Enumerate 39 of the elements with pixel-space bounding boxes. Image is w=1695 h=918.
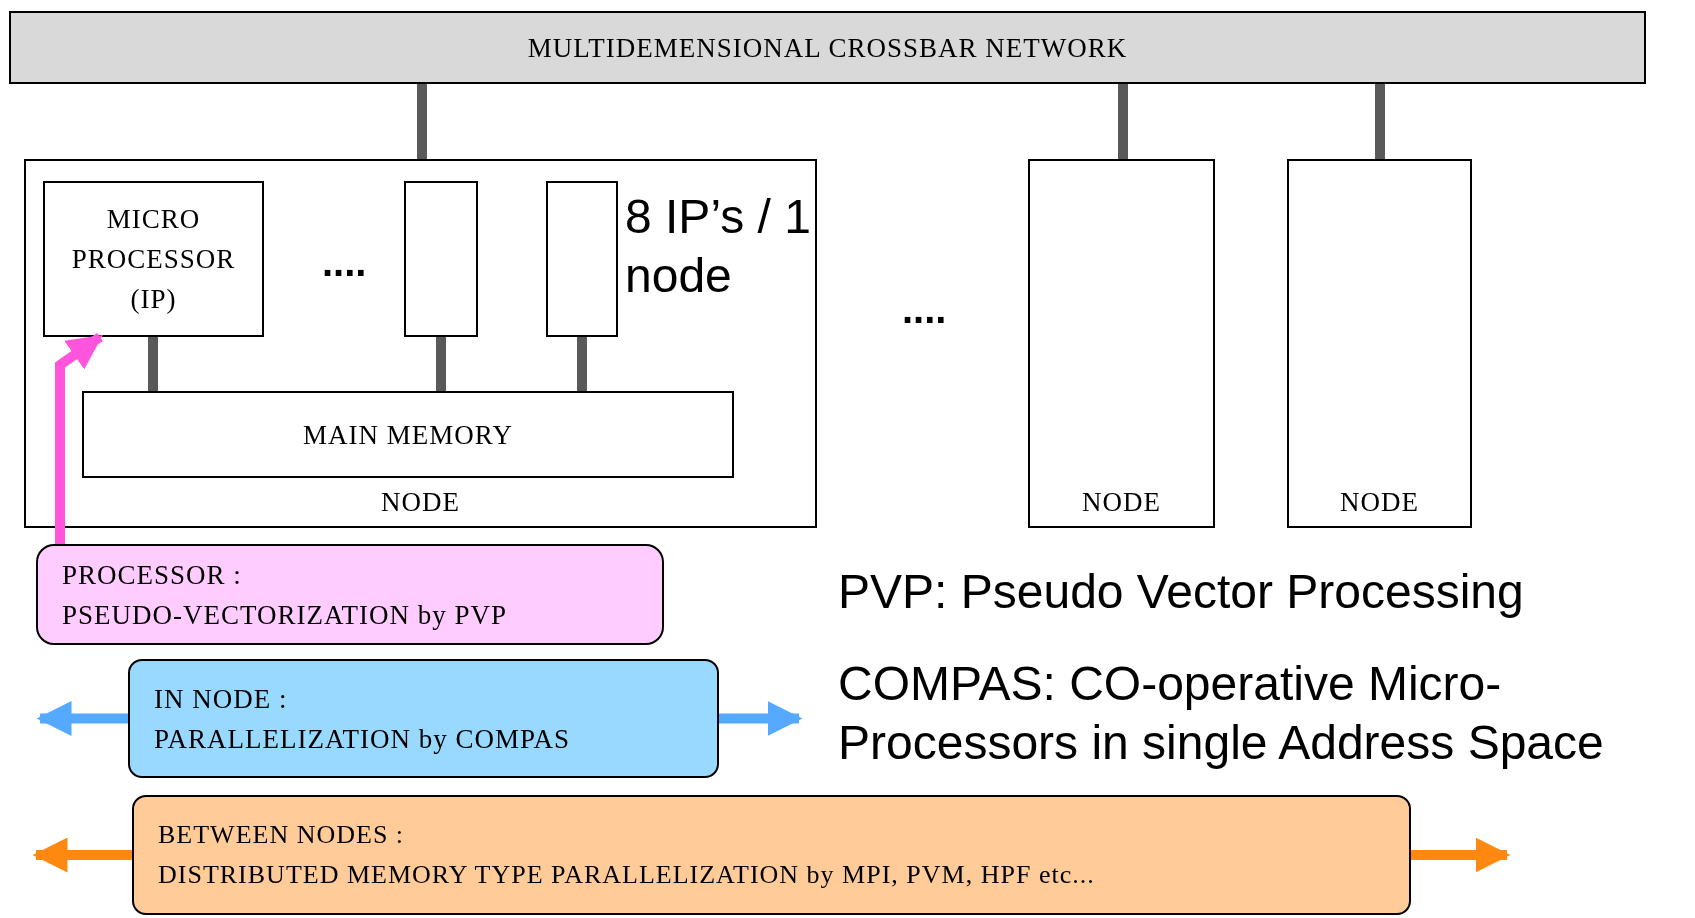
connector: [1118, 84, 1128, 159]
category-box: [36, 544, 664, 645]
box-label: PSEUDO-VECTORIZATION by PVP: [62, 598, 509, 632]
connector: [417, 84, 427, 159]
connector: [436, 337, 446, 391]
node-box: [1287, 159, 1472, 528]
box-label: NODE: [1081, 486, 1162, 519]
connector: [577, 337, 587, 391]
box-label: MICRO PROCESSOR (IP): [70, 203, 237, 316]
connector: [1375, 84, 1385, 159]
box-label: BETWEEN NODES :: [158, 819, 406, 851]
box-label: IN NODE :: [154, 682, 289, 716]
processor-box: [404, 181, 478, 337]
arrow: [36, 701, 128, 736]
box-label: PARALLELIZATION by COMPAS: [154, 722, 572, 756]
node-box: [1028, 159, 1215, 528]
box-label: NODE: [1339, 486, 1420, 519]
processor-box: [546, 181, 618, 337]
box-label: MAIN MEMORY: [302, 418, 514, 452]
connector: [148, 337, 158, 391]
box-label: NODE: [380, 486, 461, 519]
node-box: [24, 159, 817, 528]
box-label: MULTIDEMENSIONAL CROSSBAR NETWORK: [526, 31, 1129, 65]
box-label: PROCESSOR :: [62, 558, 243, 592]
arrow: [55, 332, 103, 544]
definition-text: COMPAS: CO-operative Micro-Processors in single Address Space: [838, 656, 1605, 771]
network-bar: [9, 11, 1646, 84]
arrow: [32, 837, 132, 873]
arrow: [719, 701, 803, 736]
category-box: [132, 795, 1411, 915]
arrow: [1411, 837, 1511, 873]
category-box: [128, 659, 719, 778]
processor-box: [43, 181, 264, 337]
ellipsis: ....: [902, 286, 948, 333]
definition-text: PVP: Pseudo Vector Processing: [838, 564, 1525, 620]
note-text: 8 IP’s / 1 node: [625, 189, 812, 304]
memory-box: [82, 391, 734, 478]
ellipsis: ....: [322, 239, 368, 286]
box-label: DISTRIBUTED MEMORY TYPE PARALLELIZATION by MPI, PVM, HPF etc...: [158, 859, 1096, 891]
